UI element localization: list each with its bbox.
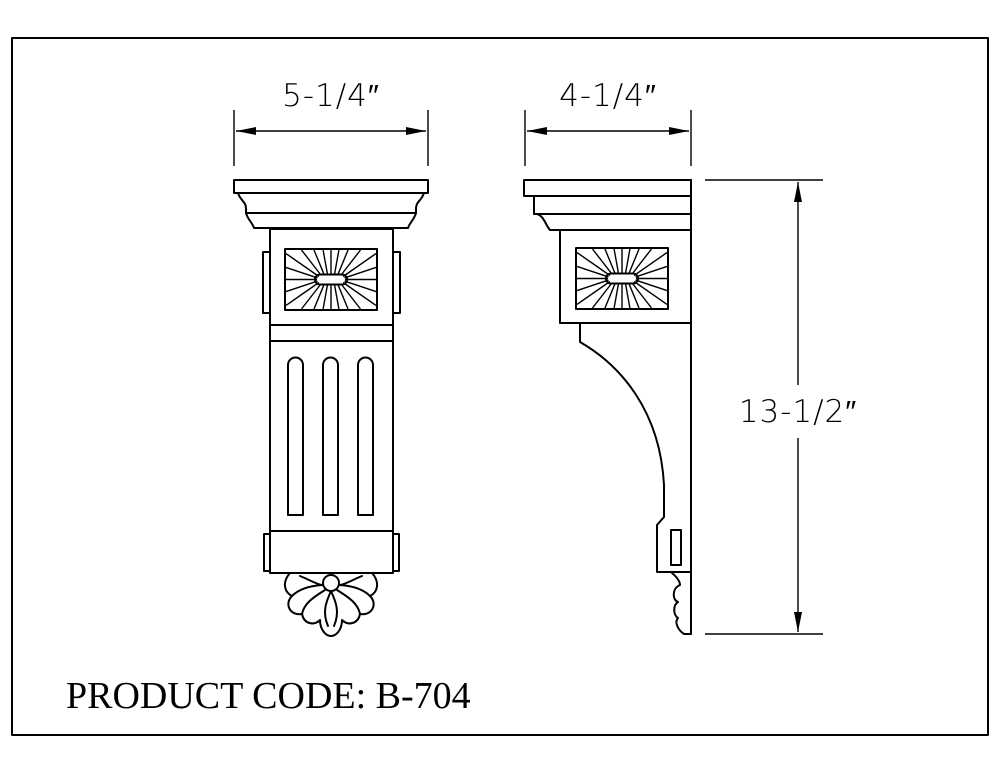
sunburst-ray bbox=[285, 281, 320, 307]
sunburst-ray bbox=[631, 282, 653, 309]
front-width-dimension: 5-1/4″ bbox=[233, 78, 429, 166]
sunburst-ray bbox=[576, 280, 611, 306]
height-label: 13-1/2″ bbox=[739, 394, 858, 430]
sunburst-ray bbox=[285, 252, 320, 278]
sunburst-ray bbox=[342, 281, 377, 307]
sunburst-center bbox=[605, 272, 639, 285]
front-upper-ears bbox=[262, 251, 401, 314]
front-width-label: 5-1/4″ bbox=[282, 78, 380, 114]
sunburst-ray bbox=[300, 249, 322, 276]
sunburst-ray bbox=[344, 280, 377, 293]
sunburst-ray bbox=[633, 280, 668, 306]
sunburst-ray bbox=[613, 284, 620, 309]
sunburst-ray bbox=[300, 283, 322, 310]
sunburst-ray bbox=[591, 282, 613, 309]
front-view: 5-1/4″ bbox=[233, 78, 429, 637]
sunburst-ray bbox=[591, 248, 613, 275]
sunburst-ray bbox=[337, 249, 349, 275]
sunburst-ray bbox=[631, 248, 653, 275]
front-lower-ears bbox=[263, 533, 400, 572]
sunburst-ray bbox=[628, 283, 640, 309]
side-bracket-profile bbox=[579, 322, 692, 573]
front-shell-ornament bbox=[284, 572, 378, 637]
sunburst-ray bbox=[624, 248, 631, 273]
sunburst-ray bbox=[333, 249, 340, 274]
sunburst-ray bbox=[604, 283, 616, 309]
front-cap bbox=[233, 179, 429, 229]
sunburst-ray bbox=[635, 265, 668, 278]
side-depth-label: 4-1/4″ bbox=[559, 78, 657, 114]
side-view: 4-1/4″ bbox=[523, 78, 692, 635]
sunburst-ray bbox=[313, 249, 325, 275]
sunburst-ray bbox=[624, 284, 631, 309]
sunburst-ray bbox=[613, 248, 620, 273]
sunburst-ray bbox=[285, 266, 318, 279]
sunburst-ray bbox=[313, 284, 325, 310]
sunburst-ray bbox=[628, 248, 640, 274]
front-body bbox=[269, 228, 394, 574]
side-bead-ornament bbox=[670, 571, 692, 635]
side-depth-dimension: 4-1/4″ bbox=[524, 78, 692, 166]
sunburst-ray bbox=[333, 285, 340, 310]
front-sunburst-panel bbox=[284, 248, 378, 311]
sunburst-ray bbox=[576, 265, 609, 278]
sunburst-ray bbox=[337, 284, 349, 310]
drawing-border bbox=[11, 37, 989, 736]
product-code: PRODUCT CODE: B-704 bbox=[66, 675, 471, 717]
sunburst-ray bbox=[322, 285, 329, 310]
sunburst-ray bbox=[285, 280, 318, 293]
sunburst-center bbox=[314, 273, 348, 286]
side-sunburst-panel bbox=[575, 247, 669, 310]
sunburst-ray bbox=[576, 251, 611, 277]
sunburst-ray bbox=[340, 283, 362, 310]
front-flutes bbox=[287, 356, 374, 516]
sunburst-ray bbox=[576, 279, 609, 292]
sunburst-ray bbox=[340, 249, 362, 276]
sunburst-ray bbox=[344, 266, 377, 279]
sunburst-ray bbox=[342, 252, 377, 278]
height-dimension: 13-1/2″ bbox=[705, 179, 858, 635]
sunburst-ray bbox=[633, 251, 668, 277]
sunburst-ray bbox=[322, 249, 329, 274]
sunburst-ray bbox=[604, 248, 616, 274]
sunburst-ray bbox=[635, 279, 668, 292]
